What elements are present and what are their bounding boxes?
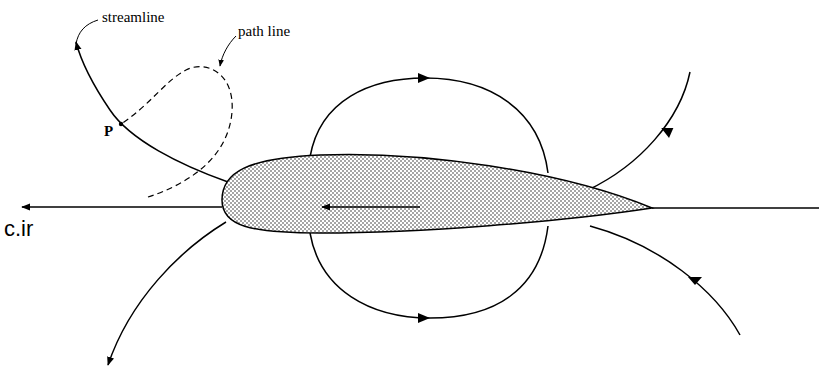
path-line (121, 67, 232, 197)
arrowhead (688, 277, 702, 285)
flow-line (652, 207, 819, 209)
point-marker (119, 122, 123, 126)
streamline (108, 222, 226, 365)
streamline-loop (310, 226, 548, 318)
arrowhead (418, 73, 430, 83)
streamline (590, 226, 740, 335)
flow-line (22, 206, 222, 208)
streamline (588, 72, 690, 190)
leader-line (76, 20, 98, 44)
watermark: c.ir (4, 218, 33, 240)
arrowhead (661, 126, 675, 139)
leader-label: streamline (102, 10, 164, 25)
motion-arrow (322, 206, 420, 208)
airfoil-body (222, 154, 652, 233)
arrowhead (418, 313, 430, 323)
point-label: P (104, 124, 113, 139)
leader-label: path line (238, 24, 290, 39)
leader-line (220, 36, 236, 66)
streamline (76, 42, 228, 182)
